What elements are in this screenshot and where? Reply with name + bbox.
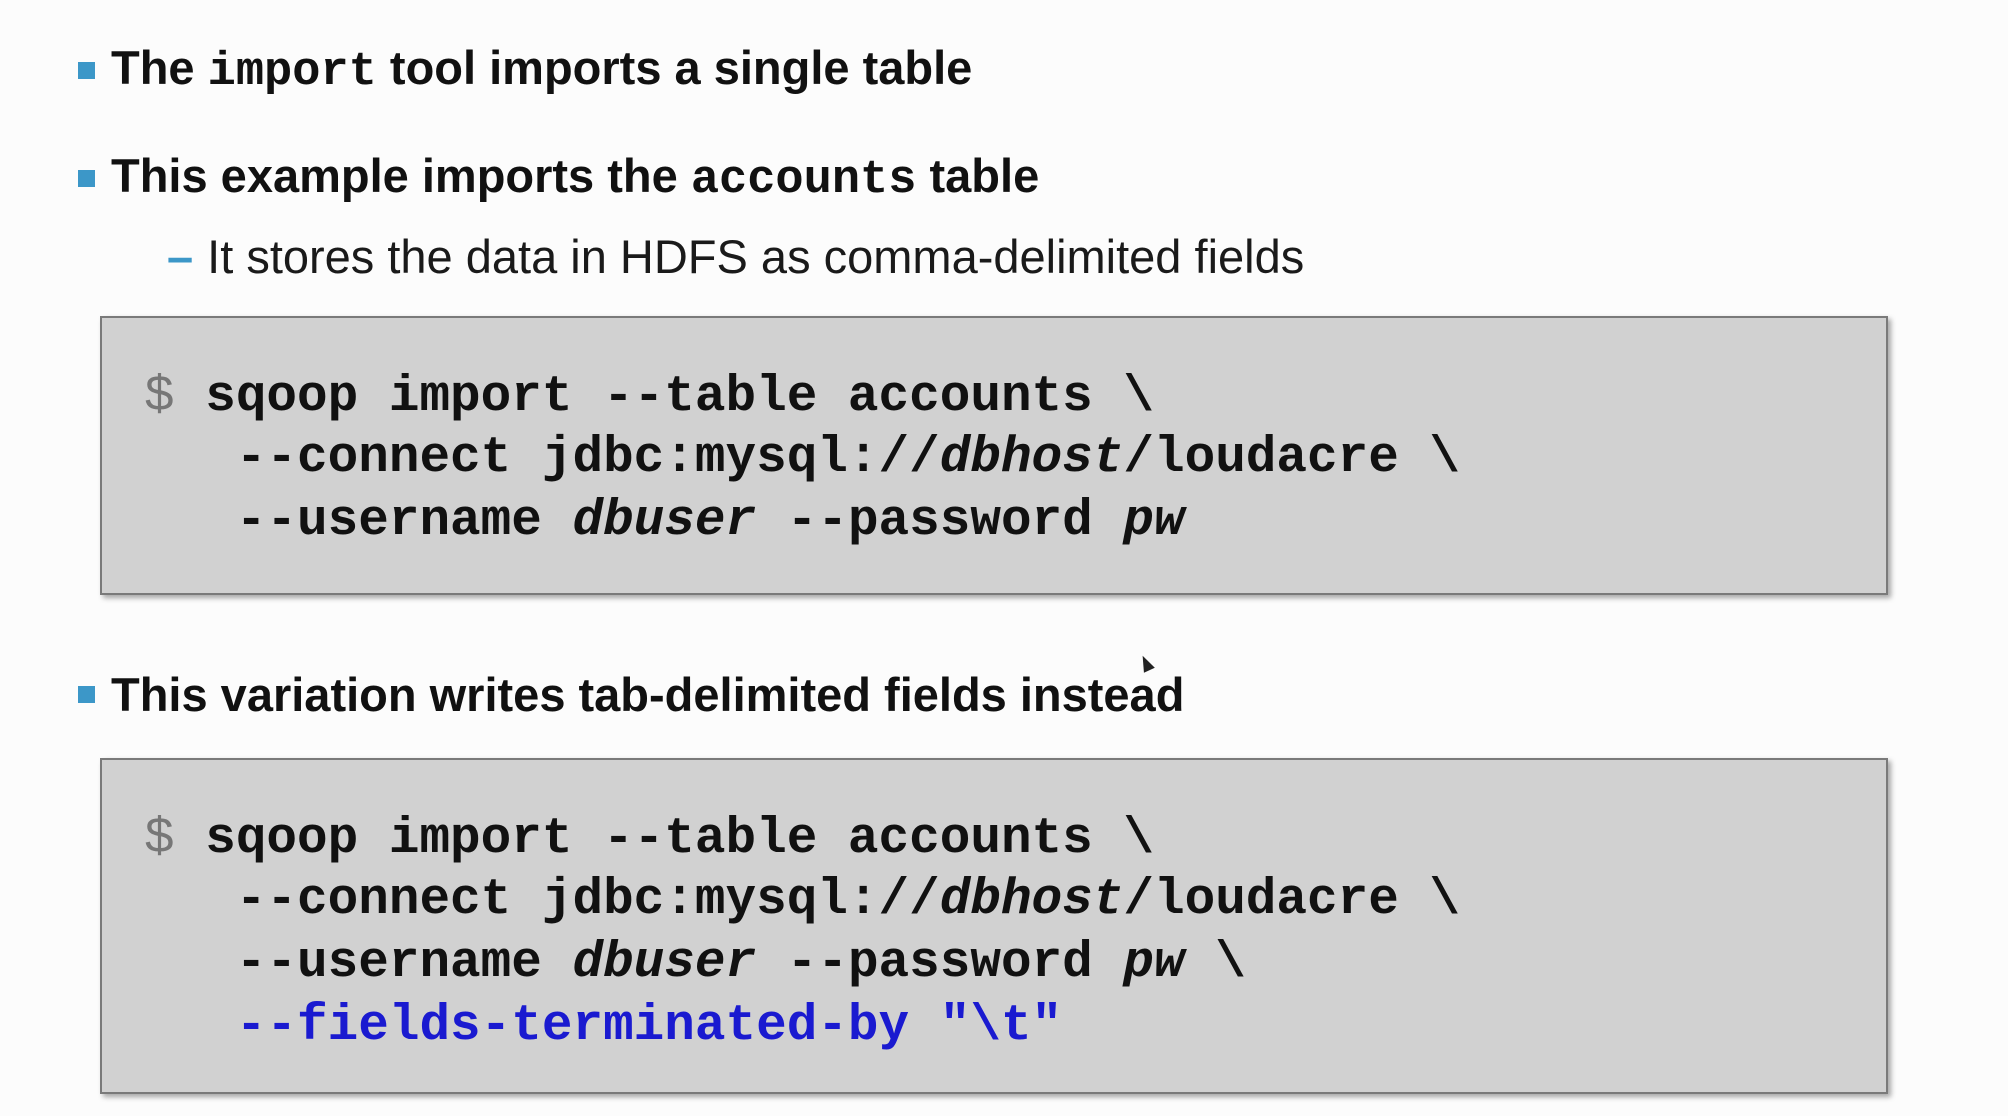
bullet-example-accounts: This example imports the accounts table — [78, 152, 1039, 204]
inline-code: accounts — [690, 154, 917, 207]
code-line-3: --username dbuser --password pw — [144, 493, 1185, 550]
code-block-tab: $ sqoop import --table accounts \ --conn… — [100, 758, 1888, 1094]
code-line-1: $ sqoop import --table accounts \ — [144, 369, 1154, 426]
bullet-square-icon — [78, 169, 95, 187]
code-block-comma: $ sqoop import --table accounts \ --conn… — [100, 316, 1888, 595]
bullet-text: This example imports the accounts table — [111, 149, 1040, 207]
sub-bullet-text: It stores the data in HDFS as comma-deli… — [207, 230, 1305, 283]
code-line-2: --connect jdbc:mysql://dbhost/loudacre \ — [144, 430, 1461, 487]
code-line-2: --connect jdbc:mysql://dbhost/loudacre \ — [144, 872, 1461, 929]
sub-bullet-hdfs: – It stores the data in HDFS as comma-de… — [167, 233, 1304, 280]
bullet-tab-variation: This variation writes tab-delimited fiel… — [78, 671, 1184, 718]
inline-code: import — [207, 46, 377, 99]
code-line-3: --username dbuser --password pw \ — [144, 935, 1246, 992]
code-line-4-highlight: --fields-terminated-by "\t" — [144, 998, 1063, 1055]
code-line-1: $ sqoop import --table accounts \ — [144, 811, 1154, 868]
bullet-square-icon — [78, 686, 95, 703]
dash-icon: – — [167, 230, 194, 283]
bullet-text: This variation writes tab-delimited fiel… — [111, 668, 1185, 721]
bullet-text: The import tool imports a single table — [111, 41, 973, 99]
bullet-square-icon — [78, 61, 95, 79]
bullet-import-tool: The import tool imports a single table — [78, 44, 972, 96]
